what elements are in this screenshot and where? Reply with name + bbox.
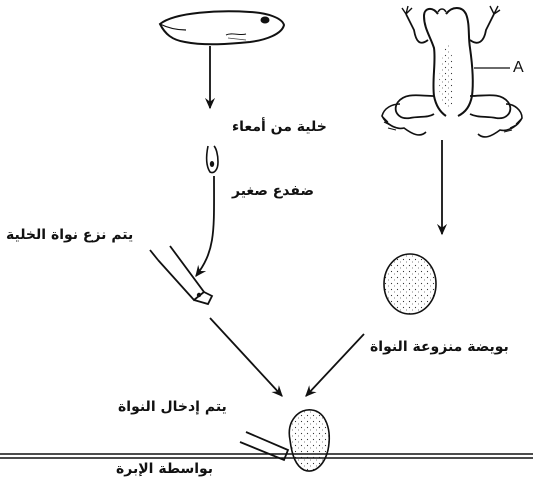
enucleated-egg-illustration: [384, 254, 436, 314]
label-nucleus-inserted-line1: يتم إدخال النواة: [118, 400, 227, 414]
arrow-egg-to-final: [306, 334, 364, 396]
recipient-egg-with-needle: [240, 410, 329, 471]
micropipette-with-nucleus: [150, 246, 212, 304]
intestinal-cell: [207, 146, 218, 173]
label-nucleus-inserted-line2: بواسطة الإبرة: [116, 462, 213, 476]
arrow-cell-to-pipette: [196, 176, 214, 276]
label-enucleated-egg: بويضة منزوعة النواة: [370, 340, 509, 354]
tadpole-illustration: [160, 11, 284, 44]
label-nucleus-removed: يتم نزع نواة الخلية: [6, 228, 133, 242]
arrow-pipette-to-final: [210, 318, 282, 396]
frog-illustration: [382, 6, 522, 137]
label-cell-from-intestine-line1: خلية من أمعاء: [232, 120, 327, 134]
label-cell-from-intestine-line2: ضفدع صغير: [232, 184, 314, 198]
label-a: A: [513, 60, 524, 76]
